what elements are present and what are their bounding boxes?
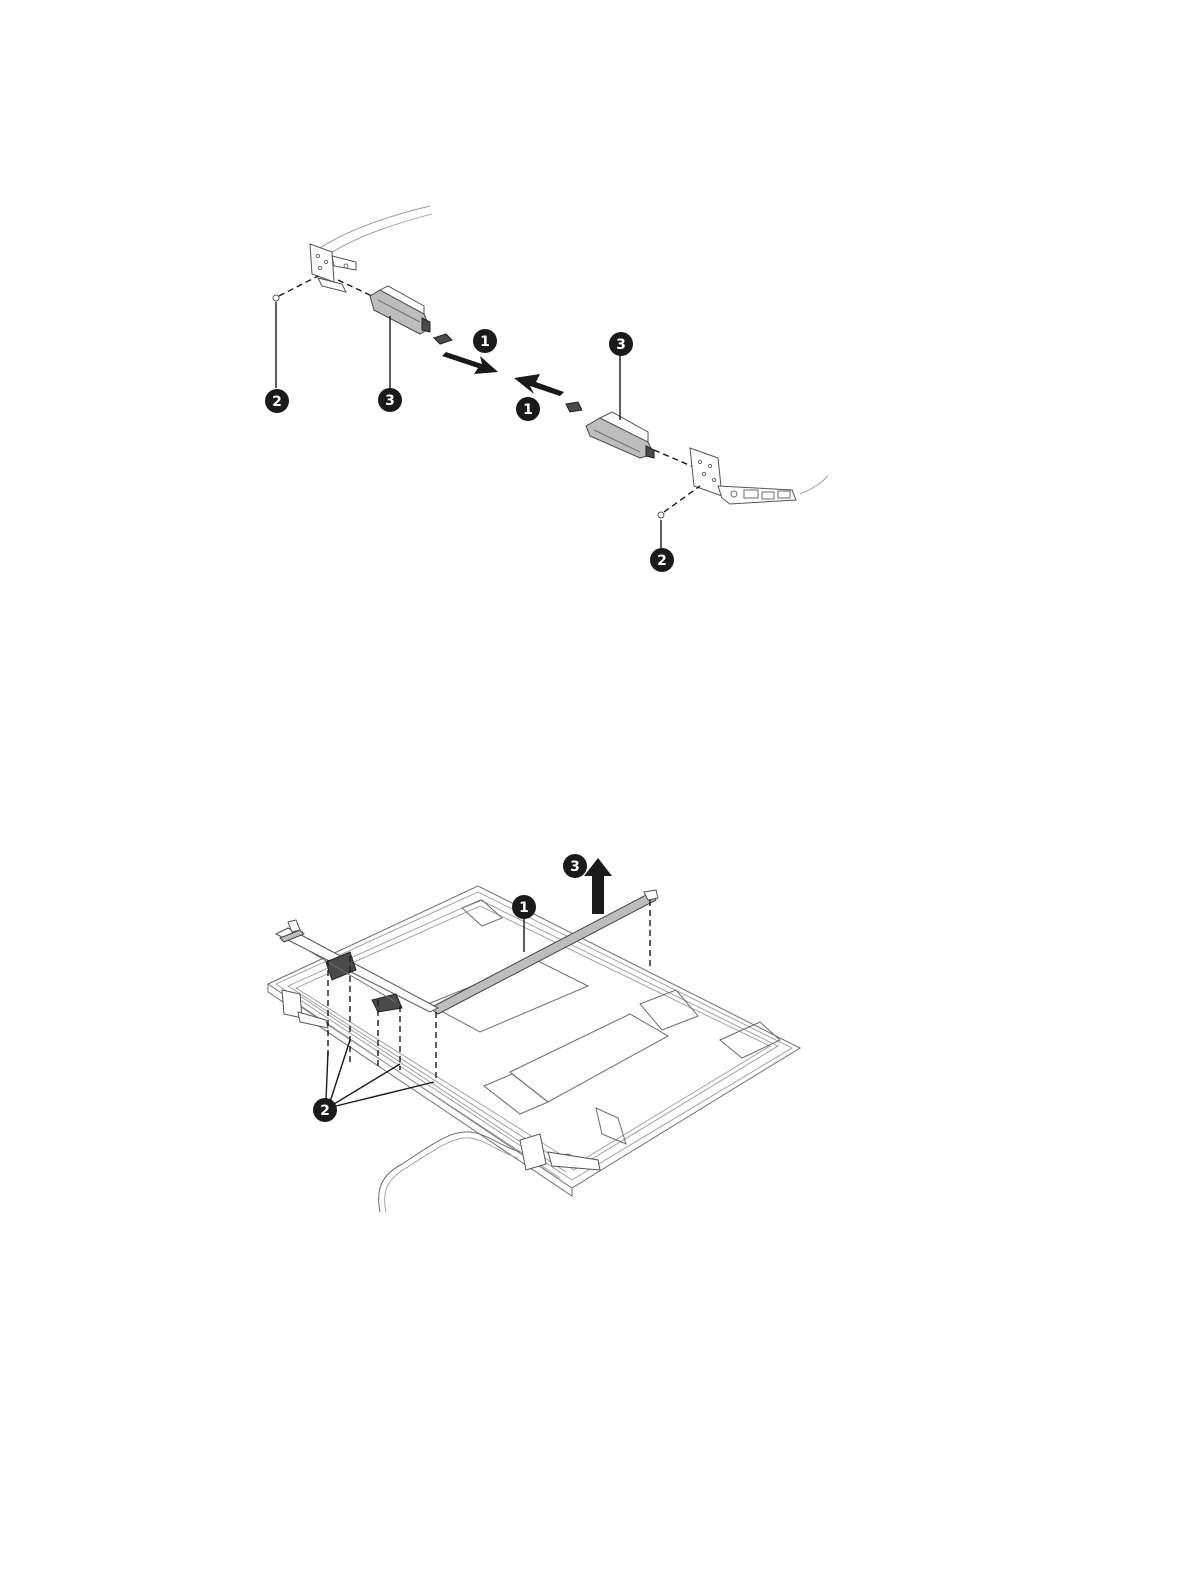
f1-callout-3b: 3 <box>609 332 633 356</box>
right-hinge-bracket <box>690 448 796 504</box>
right-clip <box>566 402 582 412</box>
inner-panel-c <box>640 990 698 1030</box>
svg-text:2: 2 <box>320 1103 330 1119</box>
svg-text:3: 3 <box>616 337 626 353</box>
svg-text:3: 3 <box>570 859 580 875</box>
f2-callout-3: 3 <box>563 854 587 878</box>
left-screw <box>273 295 279 301</box>
inner-panel-b <box>510 1014 668 1102</box>
f1-callout-3a: 3 <box>378 388 402 412</box>
f1-callout-1a: 1 <box>473 329 497 353</box>
arrow-lift-up <box>584 858 612 914</box>
left-hinge-cover <box>370 286 430 334</box>
arrow-slide-left <box>514 374 564 396</box>
f2-callout-2: 2 <box>313 1098 337 1122</box>
f1-callout-2b: 2 <box>650 548 674 572</box>
svg-text:1: 1 <box>523 402 533 418</box>
svg-text:1: 1 <box>519 900 529 916</box>
svg-text:2: 2 <box>272 394 282 410</box>
svg-text:1: 1 <box>480 334 490 350</box>
svg-text:3: 3 <box>385 393 395 409</box>
right-screw <box>658 512 664 518</box>
left-clip <box>434 334 452 344</box>
bottom-hinge <box>520 1134 600 1170</box>
figure-hinge-cover-removal: 1 1 2 2 3 3 <box>265 206 828 572</box>
inner-panel-e <box>462 900 502 926</box>
f1-callout-1b: 1 <box>516 397 540 421</box>
f2-callout-1: 1 <box>512 895 536 919</box>
svg-text:2: 2 <box>657 553 667 569</box>
f1-callout-2a: 2 <box>265 389 289 413</box>
figure-cable-removal: 1 2 3 <box>268 854 800 1212</box>
arrow-slide-right <box>442 352 498 374</box>
display-edge-left <box>320 206 430 248</box>
